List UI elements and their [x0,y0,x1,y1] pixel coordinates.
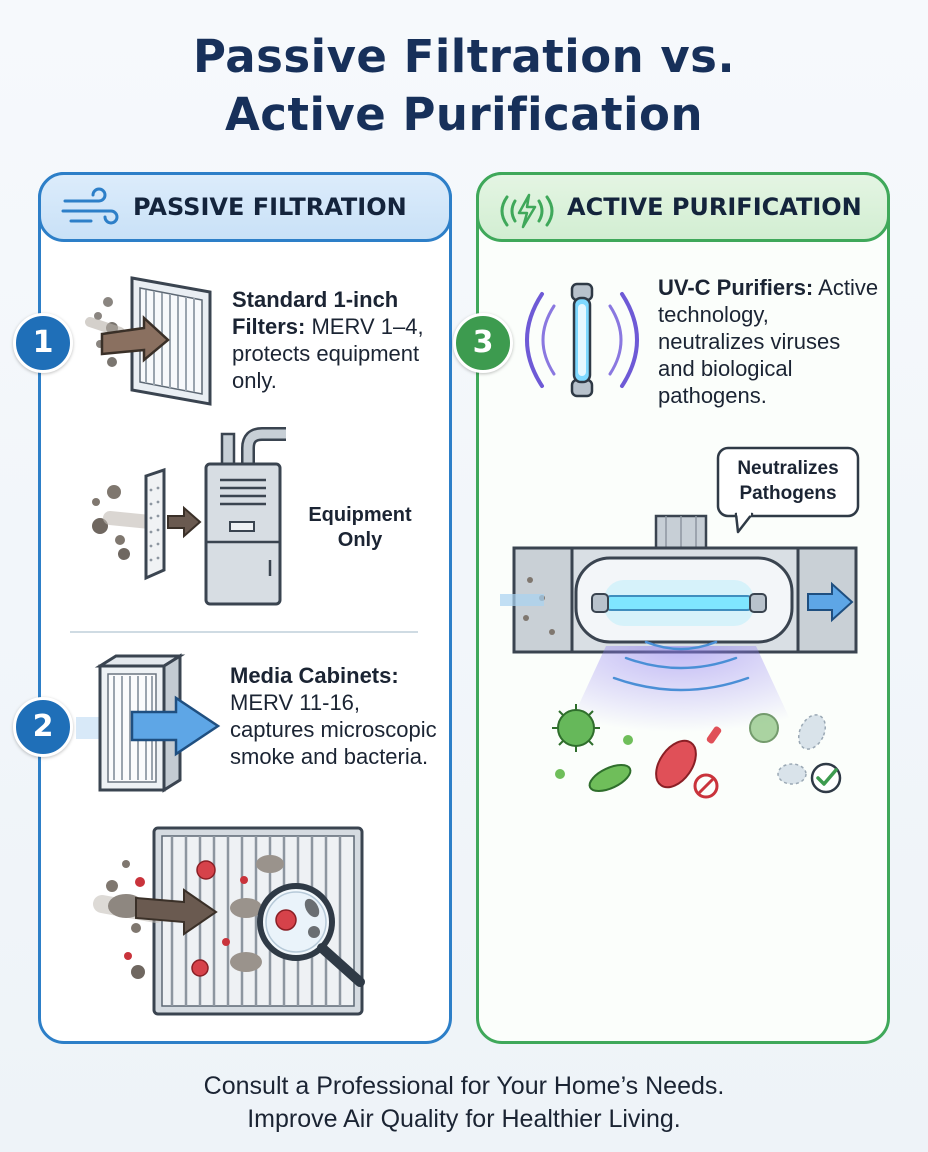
energy-bolt-icon [500,193,554,229]
footer-line-1: Consult a Professional for Your Home’s N… [203,1072,725,1100]
step-3-detail: Active technology, neutralizes viruses a… [658,275,879,408]
step-1-badge: 1 [13,313,73,373]
section-divider [70,631,418,633]
equipment-only-label: Equipment Only [308,504,412,551]
step-1-detail: MERV 1–4, protects equipment only. [232,314,424,393]
step-2-description: Media Cabinets: MERV 11-16, captures mic… [230,662,448,770]
virus-green [557,709,595,747]
step-1-term: Standard 1-inch Filters: [232,287,399,339]
step-3-term: UV-C Purifiers: [658,275,814,300]
step-3-description: UV-C Purifiers: Active technology, neutr… [658,274,880,409]
active-heading: ACTIVE PURIFICATION [567,193,862,221]
active-header: ACTIVE PURIFICATION [476,172,890,242]
airflow-icon [61,187,119,225]
step-2-detail: MERV 11-16, captures microscopic smoke a… [230,690,437,769]
standard-filter-icon [85,276,212,406]
pleated-media-magnifier-illustration [93,826,365,1016]
media-cabinet-icon [76,653,221,793]
step-3-badge: 3 [453,313,513,373]
title-line-1: Passive Filtration vs. [192,30,736,83]
callout-text: Neutralizes Pathogens [737,458,839,504]
footer: Consult a Professional for Your Home’s N… [0,1070,928,1136]
footer-line-2: Improve Air Quality for Healthier Living… [247,1105,681,1133]
callout-bubble [716,446,860,534]
step-2-badge: 2 [13,697,73,757]
title-line-2: Active Purification [224,88,704,141]
passive-header: PASSIVE FILTRATION [38,172,452,242]
uv-lamp-icon [525,282,639,398]
passive-heading: PASSIVE FILTRATION [133,193,407,221]
furnace-equipment-illustration [92,427,286,606]
duct-uv-illustration [500,514,858,799]
step-1-description: Standard 1-inch Filters: MERV 1–4, prote… [232,286,437,394]
page-title: Passive Filtration vs. Active Purificati… [0,28,928,144]
step-2-term: Media Cabinets: [230,663,399,688]
